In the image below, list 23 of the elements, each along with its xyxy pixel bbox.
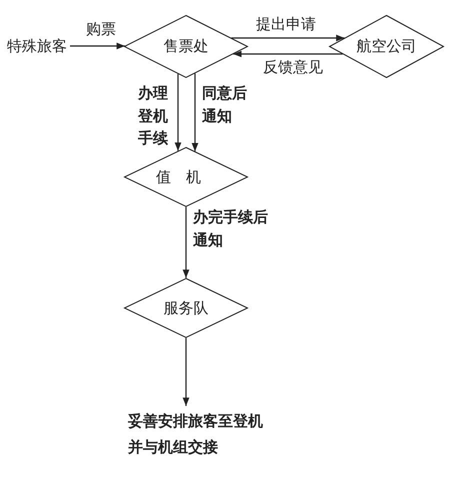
arrow bbox=[70, 42, 125, 50]
decision-diamond bbox=[124, 147, 248, 207]
edge-label: 办理登机手续 bbox=[138, 83, 169, 149]
edge-label: 购票 bbox=[86, 19, 117, 40]
edge-label: 提出申请 bbox=[256, 14, 317, 35]
edge-label: 反馈意见 bbox=[263, 57, 324, 78]
decision-diamond bbox=[124, 278, 248, 338]
node-label: 售票处 bbox=[164, 36, 208, 58]
flow-text: 特殊旅客 bbox=[7, 36, 67, 57]
arrow bbox=[233, 50, 343, 58]
edge-label: 办完手续后通知 bbox=[193, 207, 269, 250]
arrow bbox=[182, 338, 190, 406]
decision-diamond bbox=[329, 15, 444, 78]
flow-text: 妥善安排旅客至登机并与机组交接 bbox=[128, 410, 264, 458]
arrow bbox=[174, 74, 182, 151]
arrow bbox=[182, 207, 190, 278]
edge-label: 同意后通知 bbox=[202, 83, 248, 126]
node-label: 航空公司 bbox=[356, 36, 416, 58]
arrow bbox=[192, 73, 198, 152]
node-label: 服务队 bbox=[164, 298, 208, 319]
decision-diamond bbox=[124, 15, 248, 78]
node-label: 值机 bbox=[156, 166, 216, 188]
arrow bbox=[231, 34, 345, 42]
